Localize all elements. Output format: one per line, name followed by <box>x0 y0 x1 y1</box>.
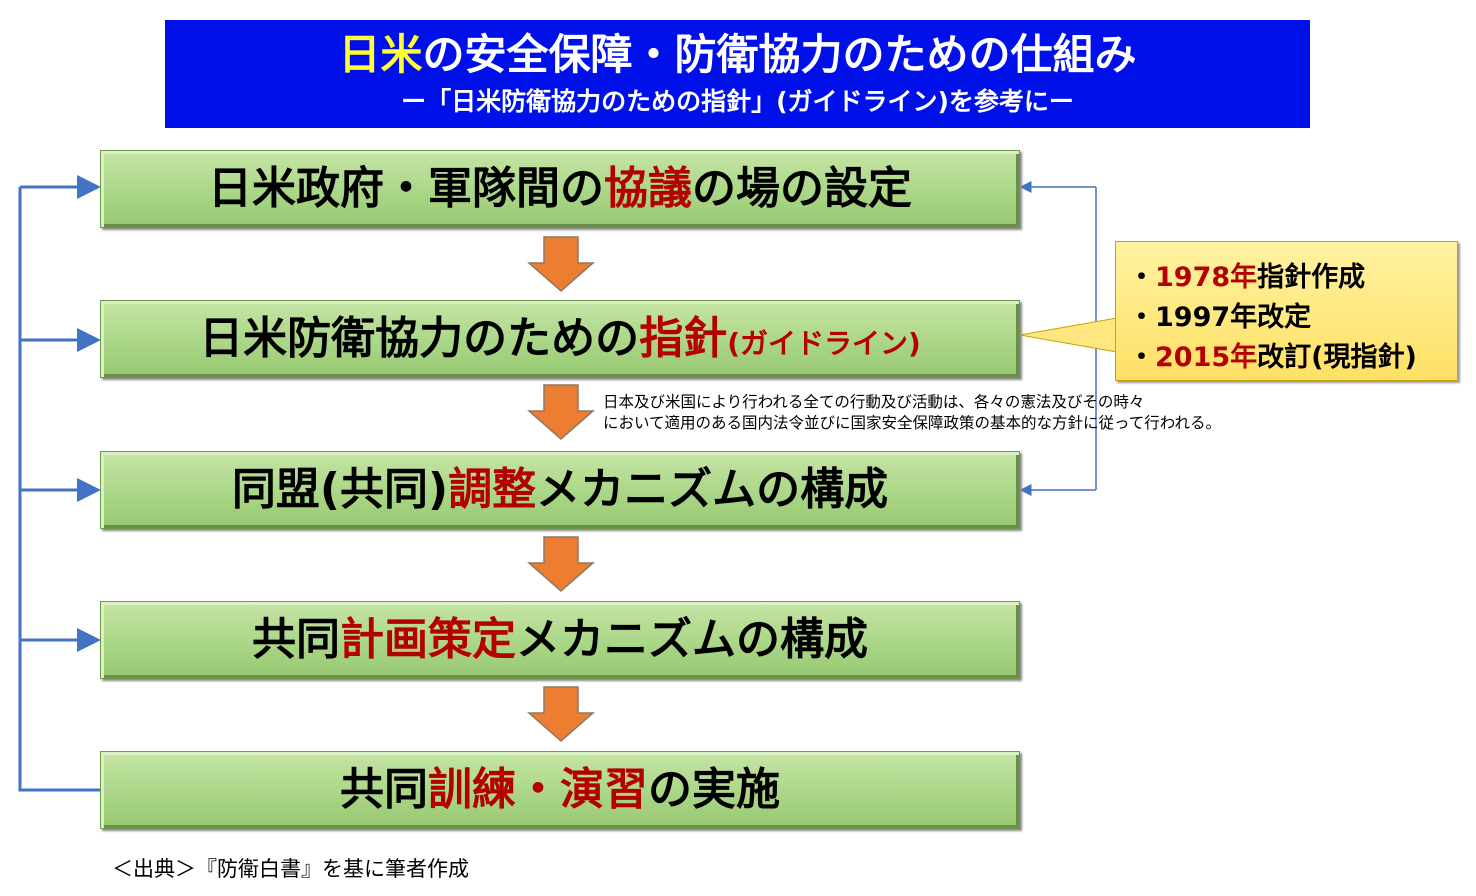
step-text: 日米防衛協力のための <box>199 313 640 364</box>
step-text: の実施 <box>648 764 780 815</box>
callout-text: 1997年改定 <box>1155 302 1312 333</box>
guideline-note: 日本及び米国により行われる全ての行動及び活動は、各々の憲法及びその時々 において… <box>603 392 1221 434</box>
step-highlight: 訓練・演習 <box>428 764 648 815</box>
title-rest: の安全保障・防衛協力のための仕組み <box>422 30 1137 79</box>
callout-item: ・2015年改訂(現指針) <box>1128 338 1457 378</box>
step-2-guidelines: 日米防衛協力のための指針(ガイドライン) <box>100 300 1020 378</box>
step-highlight: 調整 <box>448 464 537 515</box>
down-arrow-icon <box>527 236 595 292</box>
callout-item: ・1978年指針作成 <box>1128 258 1457 298</box>
step-text: メカニズムの構成 <box>536 464 889 515</box>
subtitle: ー「日米防衛協力のための指針」(ガイドライン)を参考にー <box>401 87 1074 116</box>
step-3-coordination: 同盟(共同)調整メカニズムの構成 <box>100 451 1020 529</box>
down-arrow-icon <box>527 384 595 440</box>
step-1-consultation: 日米政府・軍隊間の協議の場の設定 <box>100 150 1020 228</box>
step-text: の場の設定 <box>692 163 912 214</box>
step-5-training: 共同訓練・演習の実施 <box>100 751 1020 829</box>
step-text: 日米政府・軍隊間の <box>208 163 604 214</box>
step-highlight: 計画策定 <box>340 614 516 665</box>
step-text: (ガイドライン) <box>727 327 921 360</box>
down-arrow-icon <box>527 686 595 742</box>
year-highlight: 2015年 <box>1155 342 1258 373</box>
step-highlight: 協議 <box>604 163 692 214</box>
step-text: 共同 <box>252 614 340 665</box>
bullet: ・ <box>1128 262 1155 293</box>
callout-text: 指針作成 <box>1257 262 1366 293</box>
year-highlight: 1978年 <box>1155 262 1258 293</box>
callout-pointer <box>1019 317 1118 353</box>
step-highlight: 指針 <box>639 313 728 364</box>
bullet: ・ <box>1128 302 1155 333</box>
left-feedback-line <box>18 175 101 792</box>
bullet: ・ <box>1128 342 1155 373</box>
title-highlight: 日米 <box>338 30 423 79</box>
title-banner: 日米の安全保障・防衛協力のための仕組み ー「日米防衛協力のための指針」(ガイドラ… <box>165 20 1310 128</box>
step-text: メカニズムの構成 <box>516 614 868 665</box>
guideline-history-callout: ・1978年指針作成 ・1997年改定 ・2015年改訂(現指針) <box>1115 241 1458 381</box>
note-line: 日本及び米国により行われる全ての行動及び活動は、各々の憲法及びその時々 <box>603 393 1145 411</box>
source-note: ＜出典＞『防衛白書』を基に筆者作成 <box>112 857 469 881</box>
note-line: において適用のある国内法令並びに国家安全保障政策の基本的な方針に従って行われる。 <box>603 414 1221 432</box>
step-text: 同盟(共同) <box>231 464 449 515</box>
callout-text: 改訂(現指針) <box>1257 342 1417 373</box>
step-text: 共同 <box>340 764 428 815</box>
step-4-planning: 共同計画策定メカニズムの構成 <box>100 601 1020 679</box>
down-arrow-icon <box>527 536 595 592</box>
callout-item: ・1997年改定 <box>1128 298 1457 338</box>
title-main: 日米の安全保障・防衛協力のための仕組み <box>165 24 1310 86</box>
